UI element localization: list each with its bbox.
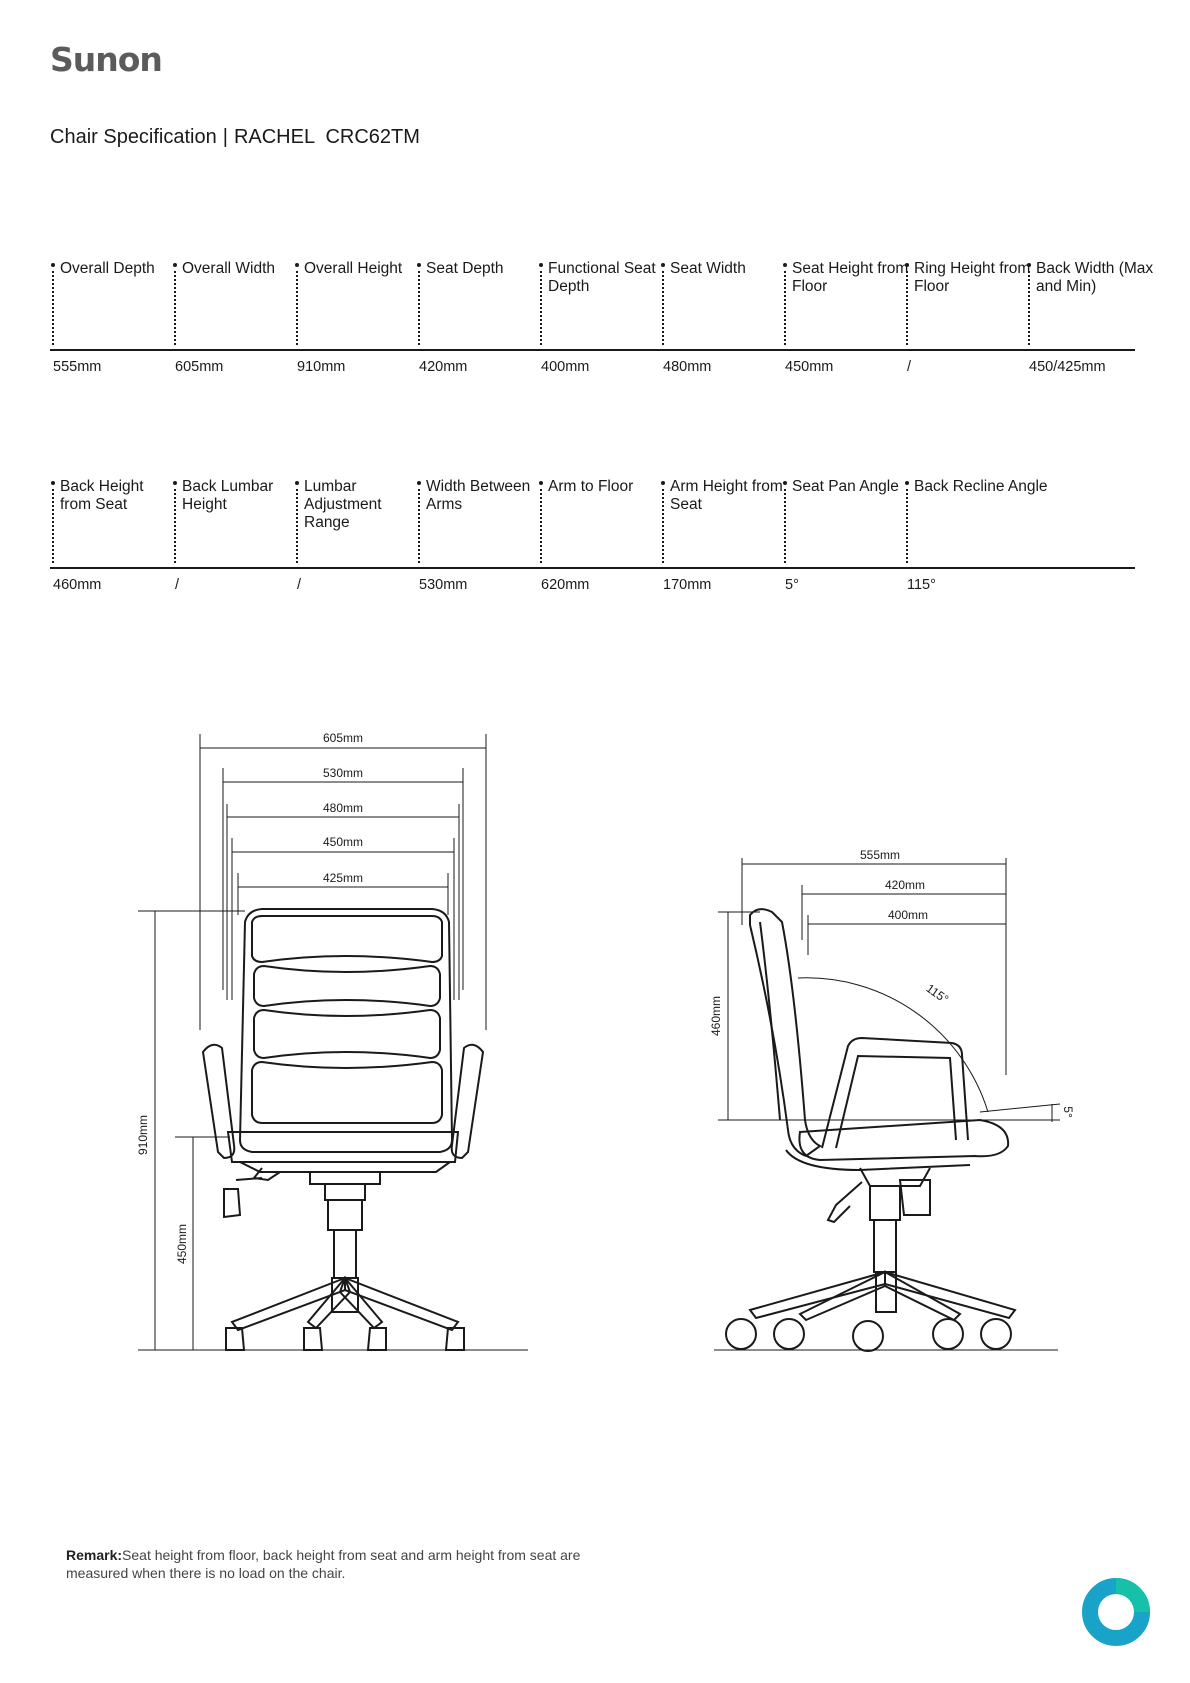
spec-value: / [297,577,302,593]
spec-value: / [907,359,912,375]
spec-value: 450/425mm [1029,359,1106,375]
spec-value: / [175,577,180,593]
spec-value: 605mm [175,359,224,375]
spec-header: Arm Height from Seat [660,478,788,563]
spec-header: Lumbar Adjustment Range [294,478,422,563]
dim-460: 460mm [709,996,723,1036]
spec-header: Back Height from Seat [50,478,178,563]
spec-table-2: Back Height from Seat Back Lumbar Height… [50,478,1135,599]
dim-480: 480mm [323,801,363,815]
spec-header: Overall Depth [50,260,178,345]
spec-table-1: Overall Depth Overall Width Overall Heig… [50,260,1153,381]
dim-400: 400mm [888,908,928,922]
dim-910: 910mm [136,1115,150,1155]
spec-value: 450mm [785,359,834,375]
spec-header: Seat Pan Angle [782,478,910,563]
dim-420: 420mm [885,878,925,892]
sunon-logo: Sunon [50,40,163,79]
title-separator: | [222,126,228,148]
spec-value: 620mm [541,577,590,593]
spec-header: Back Recline Angle [904,478,1114,563]
spec-table-1-headers: Overall Depth Overall Width Overall Heig… [50,260,1153,351]
dim-450-seat: 450mm [175,1224,189,1264]
spec-header: Seat Width [660,260,788,345]
dim-115-angle: 115° [923,981,951,1006]
spec-value: 5° [785,577,799,593]
spec-value: 910mm [297,359,346,375]
chair-technical-drawings: 605mm 530mm 480mm 450mm 425mm 910mm 450m… [136,731,1075,1352]
spec-value: 555mm [53,359,102,375]
spec-value: 400mm [541,359,590,375]
dim-530: 530mm [323,766,363,780]
spec-value: 530mm [419,577,468,593]
spec-table-1-values: 555mm 605mm 910mm 420mm 400mm 480mm 450m… [50,351,1135,381]
spec-table-2-headers: Back Height from Seat Back Lumbar Height… [50,478,1135,569]
remark-label: Remark: [66,1547,123,1563]
spec-header: Ring Height from Floor [904,260,1032,345]
spec-header: Seat Height from Floor [782,260,910,345]
side-view-drawing: 555mm 420mm 400mm 460mm 115° 5° [709,848,1075,1352]
dim-605: 605mm [323,731,363,745]
spec-header: Functional Seat Depth [538,260,666,345]
spec-header: Back Lumbar Height [172,478,300,563]
spec-value: 480mm [663,359,712,375]
spec-header: Seat Depth [416,260,544,345]
front-view-drawing: 605mm 530mm 480mm 450mm 425mm 910mm 450m… [136,731,528,1351]
spec-header: Overall Height [294,260,422,345]
spec-value: 115° [907,577,936,593]
spec-header: Width Between Arms [416,478,544,563]
dim-450: 450mm [323,835,363,849]
model-name: RACHEL CRC62TM [233,126,420,148]
spec-header: Back Width (Max and Min) [1026,260,1154,345]
dim-425: 425mm [323,871,363,885]
remark-text: Seat height from floor, back height from… [66,1547,581,1581]
spec-header: Arm to Floor [538,478,666,563]
title-text: Chair Specification [50,126,217,148]
spec-value: 170mm [663,577,712,593]
page-title: Chair Specification|RACHEL CRC62TM [50,126,420,149]
dim-5-angle: 5° [1061,1106,1075,1118]
spec-table-2-values: 460mm / / 530mm 620mm 170mm 5° 115° [50,569,1135,599]
spec-value: 420mm [419,359,468,375]
spec-value: 460mm [53,577,102,593]
remark-note: Remark:Seat height from floor, back heig… [66,1546,626,1582]
spec-header: Overall Width [172,260,300,345]
brand-circle-icon [1082,1578,1150,1646]
dim-555: 555mm [860,848,900,862]
